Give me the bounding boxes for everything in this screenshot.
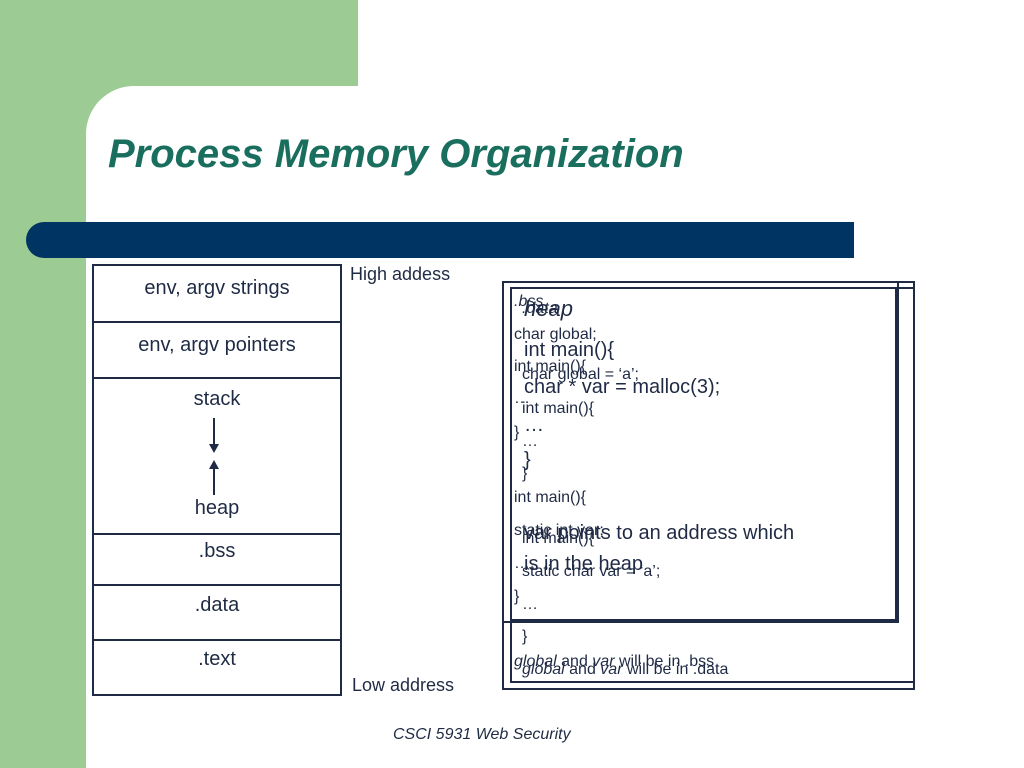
segment-text: .text: [198, 648, 236, 670]
content-panel: [86, 86, 1024, 768]
segment-stack: stack: [193, 388, 241, 410]
heap-header: heap: [524, 296, 573, 321]
data-code-line: }: [522, 628, 528, 645]
high-address-label: High addess: [350, 264, 451, 284]
data-code-line: static char var = ‘a’;: [522, 563, 661, 580]
bss-code-line: }: [514, 424, 520, 441]
segment-stack-heap: stack heap: [94, 379, 340, 535]
low-address-label: Low address: [352, 675, 455, 695]
data-code-line: …: [522, 596, 538, 613]
heap-explanation-line: var points to an address which: [524, 522, 795, 544]
data-code-line: }: [522, 465, 528, 482]
segment-env-argv-pointers: env, argv pointers: [94, 323, 340, 379]
bss-code-line: int main(){: [514, 358, 587, 375]
data-code-line: …: [522, 433, 538, 450]
heap-code-line: }: [524, 449, 531, 471]
bss-code-line: }: [514, 588, 520, 605]
slide-title: Process Memory Organization: [108, 132, 684, 176]
heap-explanation-line: is in the heap: [524, 553, 643, 575]
data-code-line: int main(){: [522, 400, 595, 417]
arrow-up-icon: [209, 460, 219, 495]
title-divider-bar: [26, 222, 854, 258]
data-code-line: char global = ‘a’;: [522, 366, 639, 383]
bss-code-line: static int var;: [514, 522, 604, 539]
segment-env-argv-strings: env, argv strings: [94, 266, 340, 323]
memory-layout-table: env, argv strings env, argv pointers sta…: [92, 264, 342, 696]
segment-heap: heap: [194, 497, 240, 519]
arrow-down-icon: [209, 418, 219, 453]
heap-code-line: char * var = malloc(3);: [524, 376, 721, 398]
heap-code-line: int main(){: [524, 339, 615, 361]
bss-code-line: …: [514, 555, 530, 572]
heap-code-line: …: [524, 414, 544, 436]
data-code-line: int main(){: [522, 530, 595, 547]
data-note: global and var will be in .data: [522, 661, 729, 678]
slide-footer: CSCI 5931 Web Security: [393, 726, 571, 743]
bss-code-line: int main(){: [514, 489, 587, 506]
bss-header: .bss: [514, 293, 544, 310]
bss-note: global and var will be in .bss: [514, 653, 715, 670]
heap-example-box-outer: [502, 281, 899, 623]
segment-bss: .bss: [94, 535, 340, 586]
bss-code-line: char global;: [514, 326, 597, 343]
data-header: .data: [522, 300, 558, 317]
heap-example-box: [510, 287, 897, 621]
bss-code-line: …: [514, 390, 530, 407]
segment-data: .data: [94, 586, 340, 641]
